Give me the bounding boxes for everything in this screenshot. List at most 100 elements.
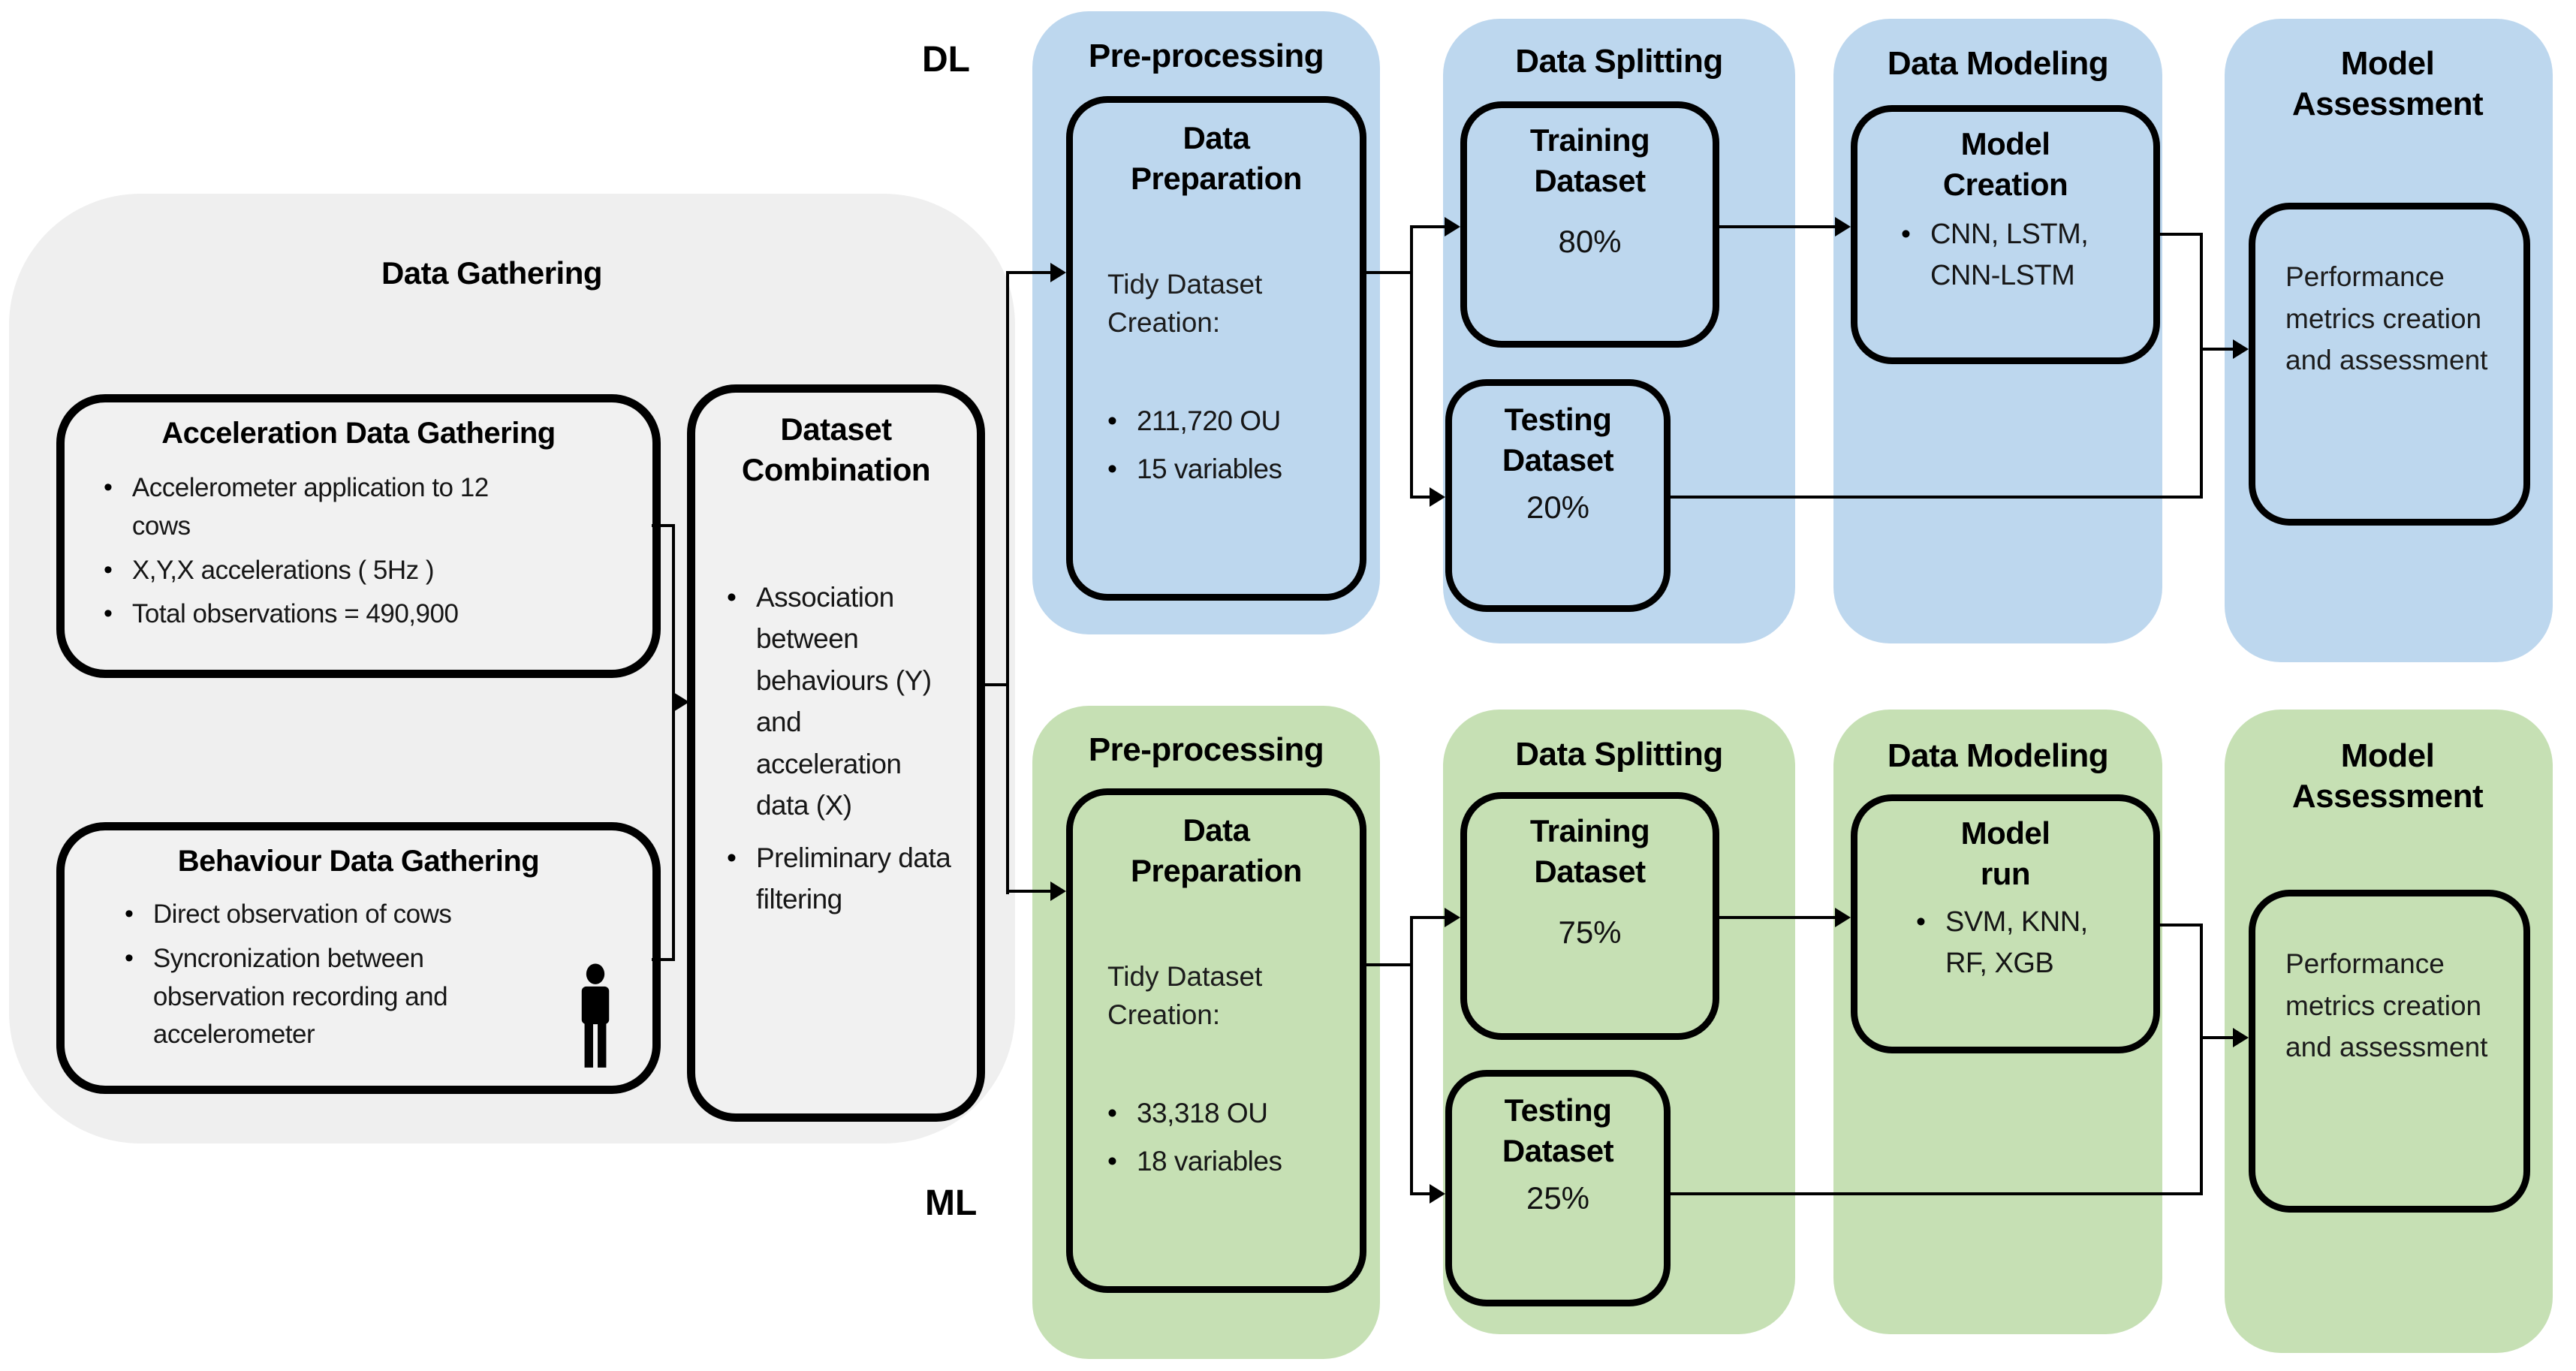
list-item: • CNN, LSTM, CNN-LSTM [1901,214,2153,297]
ml-model-run-box: Model run • SVM, KNN, RF, XGB [1851,794,2160,1053]
bullet-icon: • [125,943,134,972]
bullet-icon: • [1107,453,1117,484]
bullet-text: SVM, KNN, RF, XGB [1945,905,2088,979]
list-item: • 211,720 OU [1107,401,1360,441]
ml-training-to-model-line [1719,916,1836,919]
list-item: • Accelerometer application to 12 cows [104,469,652,546]
dl-data-preparation-title: Data Preparation [1131,120,1302,196]
arrow-into-dl-preparation [1050,263,1066,282]
arrow-into-dl-assessment [2233,339,2249,359]
bullet-text: Total observations = 490,900 [131,599,459,629]
dl-training-percent: 80% [1558,223,1622,259]
ml-modeling-header: Data Modeling [1887,737,2109,774]
bullet-icon: • [1107,405,1117,437]
behaviour-box: Behaviour Data Gathering • Direct observ… [56,822,661,1094]
bullet-icon: • [104,555,113,584]
ml-testing-box: Testing Dataset 25% [1445,1070,1671,1306]
acceleration-box: Acceleration Data Gathering • Accelerome… [56,394,661,678]
bullet-icon: • [1916,905,1926,937]
arrow-into-ml-model-run [1835,908,1851,927]
acceleration-box-title: Acceleration Data Gathering [161,417,556,450]
list-item: • Direct observation of cows [125,896,652,934]
ml-split-vline [1410,916,1413,1195]
ml-testing-title: Testing Dataset [1502,1092,1614,1168]
ml-assessment-header: Model Assessment [2291,737,2484,815]
bullet-icon: • [727,842,737,873]
behaviour-box-title: Behaviour Data Gathering [177,845,540,878]
bullet-text: 18 variables [1136,1145,1282,1177]
connector-acceleration-stub [652,524,675,527]
data-gathering-title: Data Gathering [381,255,603,291]
ml-training-box: Training Dataset 75% [1460,792,1719,1040]
connector-gathering-vline [672,524,675,961]
bullet-icon: • [125,899,134,929]
dl-assessment-header: Model Assessment [2291,45,2484,122]
dl-testing-out-line [1671,496,2203,499]
connector-feed-dl [1006,271,1053,274]
ml-split-bottom [1410,1192,1431,1195]
dataset-combination-title: Dataset Combination [741,411,931,487]
arrow-into-ml-testing [1430,1184,1445,1204]
dl-performance-text: Performance metrics creation and assessm… [2285,261,2488,375]
dl-split-bottom [1410,496,1431,499]
list-item: • SVM, KNN, RF, XGB [1916,902,2153,984]
dataset-combination-box: Dataset Combination • Association betwee… [687,384,985,1122]
dl-training-title: Training Dataset [1529,122,1650,198]
list-item: • Syncronization between observation rec… [125,940,652,1054]
ml-merge-vline [2200,924,2203,1195]
ml-training-percent: 75% [1558,914,1622,950]
dl-split-top [1410,225,1446,228]
dl-training-box: Training Dataset 80% [1460,101,1719,348]
dl-tidy-dataset-text: Tidy Dataset Creation: [1107,268,1263,339]
ml-splitting-header: Data Splitting [1515,736,1723,773]
bullet-text: Direct observation of cows [152,899,452,930]
ml-model-run-title: Model run [1960,815,2050,891]
list-item: • Total observations = 490,900 [104,595,652,634]
dl-testing-percent: 20% [1526,489,1590,525]
ml-preprocessing-header: Pre-processing [1088,731,1324,768]
ml-split-stub [1366,963,1413,966]
bullet-text: Association between behaviours (Y) and a… [755,581,932,821]
dl-row-label: DL [922,40,970,80]
ml-data-preparation-box: Data Preparation Tidy Dataset Creation: … [1066,788,1366,1293]
bullet-icon: • [727,581,737,613]
dl-training-to-model-line [1719,225,1836,228]
arrow-into-dl-testing [1430,487,1445,507]
ml-assessment-panel [2225,710,2553,1353]
arrow-into-ml-assessment [2233,1028,2249,1047]
arrow-into-ml-preparation [1050,881,1066,901]
dl-data-preparation-box: Data Preparation Tidy Dataset Creation: … [1066,96,1366,601]
dl-merge-vline [2200,233,2203,499]
list-item: • 15 variables [1107,449,1360,490]
bullet-text: X,Y,X accelerations ( 5Hz ) [131,555,435,585]
list-item: • X,Y,X accelerations ( 5Hz ) [104,552,652,590]
bullet-icon: • [1901,218,1911,249]
bullet-text: 33,318 OU [1136,1098,1268,1129]
dl-preprocessing-header: Pre-processing [1088,38,1324,74]
bullet-icon: • [104,599,113,628]
dl-modeling-header: Data Modeling [1887,45,2109,82]
ml-performance-box: Performance metrics creation and assessm… [2249,890,2530,1213]
bullet-text: 211,720 OU [1136,405,1281,437]
list-item: • 33,318 OU [1107,1093,1360,1134]
dl-model-out-line [2160,233,2203,236]
dl-model-creation-title: Model Creation [1942,126,2068,202]
bullet-text: 15 variables [1136,453,1282,484]
ml-performance-text: Performance metrics creation and assessm… [2285,948,2488,1062]
ml-assessment-line [2200,1036,2234,1039]
bullet-text: Accelerometer application to 12 cows [131,473,489,541]
bullet-text: Preliminary data filtering [755,842,951,915]
dl-model-creation-box: Model Creation • CNN, LSTM, CNN-LSTM [1851,105,2160,364]
bullet-icon: • [104,473,113,502]
dl-testing-box: Testing Dataset 20% [1445,379,1671,612]
bullet-text: CNN, LSTM, CNN-LSTM [1930,218,2089,291]
connector-combination-out [984,683,1009,686]
ml-testing-out-line [1671,1192,2203,1195]
dl-splitting-header: Data Splitting [1515,43,1723,80]
connector-feed-ml [1006,890,1053,893]
connector-behaviour-stub [652,958,675,961]
arrow-into-dataset-combination [673,692,689,712]
person-icon [581,963,610,1068]
ml-splitting-panel [1443,710,1795,1334]
